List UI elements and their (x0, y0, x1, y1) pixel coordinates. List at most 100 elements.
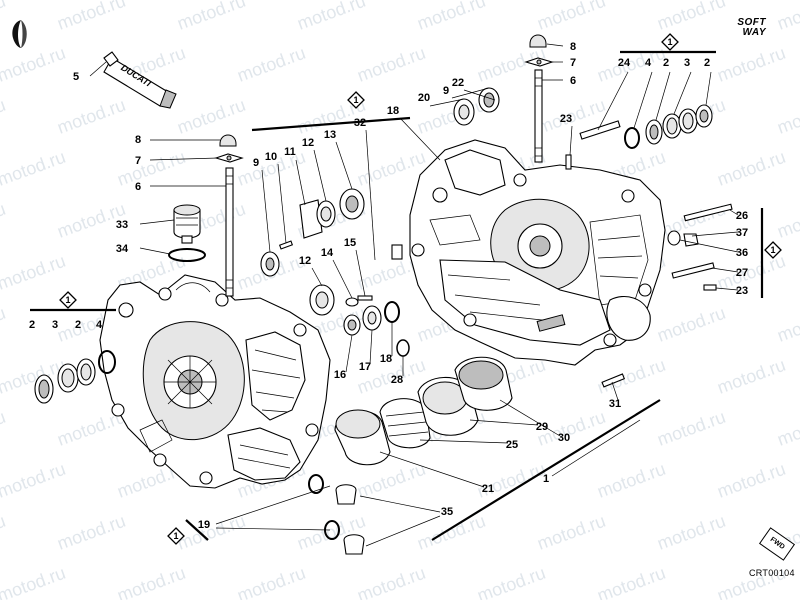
group-badge-label: 1 (770, 245, 775, 255)
callout-13: 13 (324, 129, 336, 141)
leader-line (215, 527, 331, 531)
watermark-text: motod.ru (0, 43, 68, 86)
callout-34: 34 (116, 243, 129, 255)
leader-line (633, 71, 653, 129)
leader-line (611, 381, 619, 401)
leader-line (655, 71, 671, 121)
left-stud-assembly (214, 134, 244, 297)
right-bearing-stack (579, 104, 713, 149)
callout-36: 36 (736, 247, 748, 259)
group-bracket (431, 399, 661, 541)
callout-18: 18 (380, 353, 392, 365)
callout-30: 30 (558, 432, 570, 444)
watermark-text: motod.ru (55, 511, 129, 554)
watermark-text: motod.ru (775, 303, 800, 346)
callout-2: 2 (704, 57, 710, 69)
watermark-text: motod.ru (775, 0, 800, 34)
watermark-text: motod.ru (775, 199, 800, 242)
leader-line (355, 249, 366, 297)
watermark-text: motod.ru (355, 147, 429, 190)
leader-line (139, 247, 171, 255)
callout-5: 5 (73, 71, 79, 83)
callout-23: 23 (560, 113, 572, 125)
group-1-badge: 1 (661, 33, 679, 51)
callout-11: 11 (284, 146, 296, 158)
leader-line (705, 71, 712, 106)
callout-10: 10 (265, 151, 277, 163)
watermark-text: motod.ru (595, 43, 669, 86)
leader-line (419, 439, 509, 444)
watermark-text: motod.ru (655, 303, 729, 346)
callout-3: 3 (52, 319, 58, 331)
callout-8: 8 (135, 134, 141, 146)
watermark-text: motod.ru (0, 0, 8, 34)
callout-20: 20 (418, 92, 430, 104)
watermark-text: motod.ru (595, 355, 669, 398)
left-crankcase-half (99, 274, 331, 489)
watermark-text: motod.ru (415, 0, 489, 34)
group-1-badge: 1 (764, 241, 782, 259)
leader-line (691, 231, 739, 237)
watermark-text: motod.ru (595, 563, 669, 600)
callout-1: 1 (543, 473, 549, 485)
callout-33: 33 (116, 219, 128, 231)
watermark-text: motod.ru (0, 563, 68, 600)
group-brackets (30, 50, 764, 541)
leader-line (313, 149, 327, 202)
callout-17: 17 (359, 361, 371, 373)
leader-line (451, 87, 490, 99)
watermark-text: motod.ru (655, 0, 729, 34)
leader-line (369, 329, 373, 365)
callout-8: 8 (570, 41, 576, 53)
watermark-text: motod.ru (475, 459, 549, 502)
leader-line (359, 495, 441, 513)
watermark-text: motod.ru (0, 303, 8, 346)
leader-line (89, 61, 107, 77)
group-bracket (251, 116, 411, 132)
callout-2: 2 (75, 319, 81, 331)
callout-7: 7 (570, 57, 576, 69)
manual-book-icon (12, 20, 27, 48)
watermark-text: motod.ru (355, 563, 429, 600)
brand-line-2: WAY (742, 27, 766, 38)
watermark-text: motod.ru (115, 563, 189, 600)
group-badge-label: 1 (667, 37, 672, 47)
watermark-text: motod.ru (0, 95, 8, 138)
watermark-text: motod.ru (115, 147, 189, 190)
right-stud-assembly (524, 34, 554, 163)
brand-line-1: SOFT (737, 17, 766, 28)
callout-4: 4 (645, 57, 652, 69)
leader-line (139, 219, 175, 225)
callout-37: 37 (736, 227, 748, 239)
watermark-text: motod.ru (175, 0, 249, 34)
leader-line (715, 287, 739, 291)
callout-14: 14 (321, 247, 334, 259)
brand-logo: SOFT WAY (737, 18, 766, 38)
callout-32: 32 (354, 117, 366, 129)
callout-24: 24 (618, 57, 631, 69)
callout-4: 4 (96, 319, 103, 331)
callout-16: 16 (334, 369, 346, 381)
callout-12: 12 (299, 255, 311, 267)
watermark-text: motod.ru (715, 43, 789, 86)
leader-line (215, 485, 331, 525)
callout-25: 25 (506, 439, 518, 451)
main-bearings (334, 356, 626, 466)
watermark-text: motod.ru (715, 459, 789, 502)
leader-lines (89, 43, 739, 547)
leader-line (335, 141, 353, 190)
group-badge-label: 1 (353, 95, 358, 105)
leader-line (295, 159, 306, 206)
callout-21: 21 (482, 483, 494, 495)
watermark-text: motod.ru (535, 0, 609, 34)
leader-line (429, 98, 465, 107)
leader-line (261, 169, 271, 253)
callout-3: 3 (684, 57, 690, 69)
leader-line (399, 117, 441, 161)
leader-line (569, 125, 573, 156)
callout-6: 6 (570, 75, 576, 87)
leader-line (469, 419, 539, 426)
callout-7: 7 (135, 155, 141, 167)
